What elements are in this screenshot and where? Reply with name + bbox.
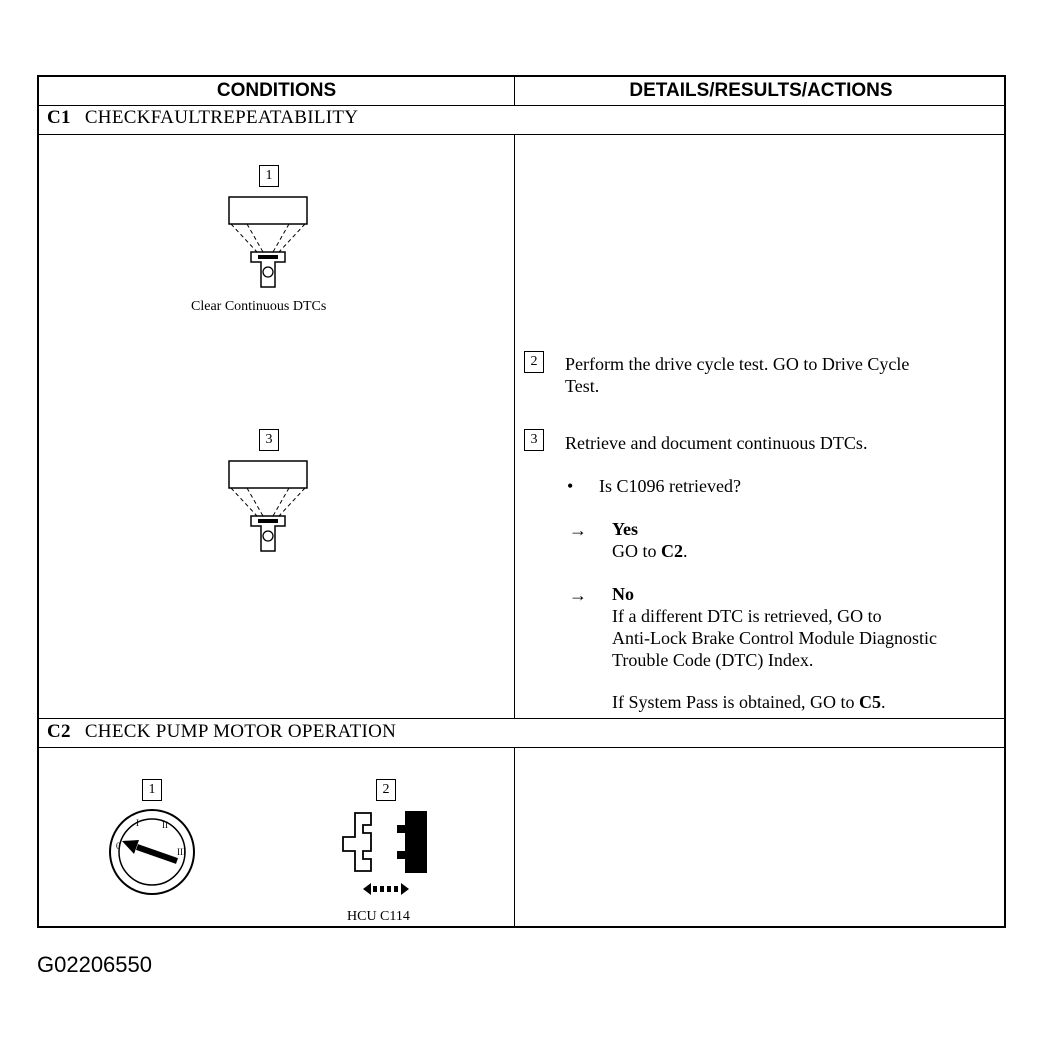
arrow-right-icon: → — [569, 585, 587, 605]
no-label: No — [612, 584, 634, 604]
c2-figure-step-1-box: 1 — [142, 779, 162, 801]
action-step-3-text: Retrieve and document continuous DTCs. — [565, 433, 868, 453]
action-step-2-text: Perform the drive cycle test. GO to Driv… — [565, 353, 909, 397]
action-step-3-box: 3 — [524, 429, 544, 451]
yes-action-target: C2 — [661, 541, 683, 561]
yes-result: Yes GO to C2. — [612, 518, 688, 562]
switch-label-3: III — [177, 847, 186, 857]
header-divider — [514, 77, 515, 105]
section-c2-top-rule — [39, 718, 1004, 719]
figure-step-3-box: 3 — [259, 429, 279, 451]
section-c1-title: C1 CHECKFAULTREPEATABILITY — [47, 107, 358, 129]
no-line3: Trouble Code (DTC) Index. — [612, 650, 814, 670]
no-pass-action: If System Pass is obtained, GO to C5. — [612, 691, 937, 713]
figure-reference-id: G02206550 — [37, 952, 152, 977]
no-pass-target: C5 — [859, 692, 881, 712]
c2-figure-2-caption: HCU C114 — [347, 909, 410, 924]
no-pass-suffix: . — [881, 692, 886, 712]
ignition-switch-icon: 0 I II III — [109, 809, 195, 895]
yes-action-text: GO to — [612, 541, 661, 561]
section-c1-divider — [514, 135, 515, 718]
scan-tool-icon — [228, 196, 308, 288]
switch-label-1: I — [136, 818, 139, 828]
no-result: No If a different DTC is retrieved, GO t… — [612, 583, 937, 713]
section-c1-label: CHECKFAULTREPEATABILITY — [84, 107, 359, 128]
no-line1: If a different DTC is retrieved, GO to — [612, 606, 882, 626]
c2-figure-step-2-box: 2 — [376, 779, 396, 801]
action-step-2-line2: Test. — [565, 376, 600, 396]
yes-label: Yes — [612, 519, 638, 539]
no-pass-text: If System Pass is obtained, GO to — [612, 692, 859, 712]
section-c2-title: C2 CHECK PUMP MOTOR OPERATION — [47, 721, 396, 743]
section-c2-id: C2 — [47, 721, 71, 742]
switch-label-0: 0 — [116, 841, 121, 851]
conditions-header: CONDITIONS — [216, 80, 337, 101]
scan-tool-icon — [228, 460, 308, 552]
section-c2-divider — [514, 748, 515, 928]
no-line2: Anti-Lock Brake Control Module Diagnosti… — [612, 628, 937, 648]
details-header: DETAILS/RESULTS/ACTIONS — [629, 80, 893, 101]
question-text: Is C1096 retrieved? — [599, 476, 741, 496]
connector-icon — [342, 811, 427, 895]
figure-1-caption: Clear Continuous DTCs — [191, 299, 327, 314]
yes-action-suffix: . — [683, 541, 688, 561]
section-c1-id: C1 — [47, 107, 71, 128]
yes-action: GO to C2. — [612, 540, 688, 562]
bullet-icon: • — [567, 476, 574, 496]
action-step-2-box: 2 — [524, 351, 544, 373]
header-rule — [39, 105, 1004, 106]
arrow-right-icon: → — [569, 520, 587, 540]
switch-label-2: II — [162, 820, 168, 830]
figure-step-1-box: 1 — [259, 165, 279, 187]
section-c2-title-rule — [39, 747, 1004, 748]
section-c1-title-rule — [39, 134, 1004, 135]
section-c2-label: CHECK PUMP MOTOR OPERATION — [84, 721, 397, 742]
action-step-2-line1: Perform the drive cycle test. GO to Driv… — [565, 354, 910, 374]
